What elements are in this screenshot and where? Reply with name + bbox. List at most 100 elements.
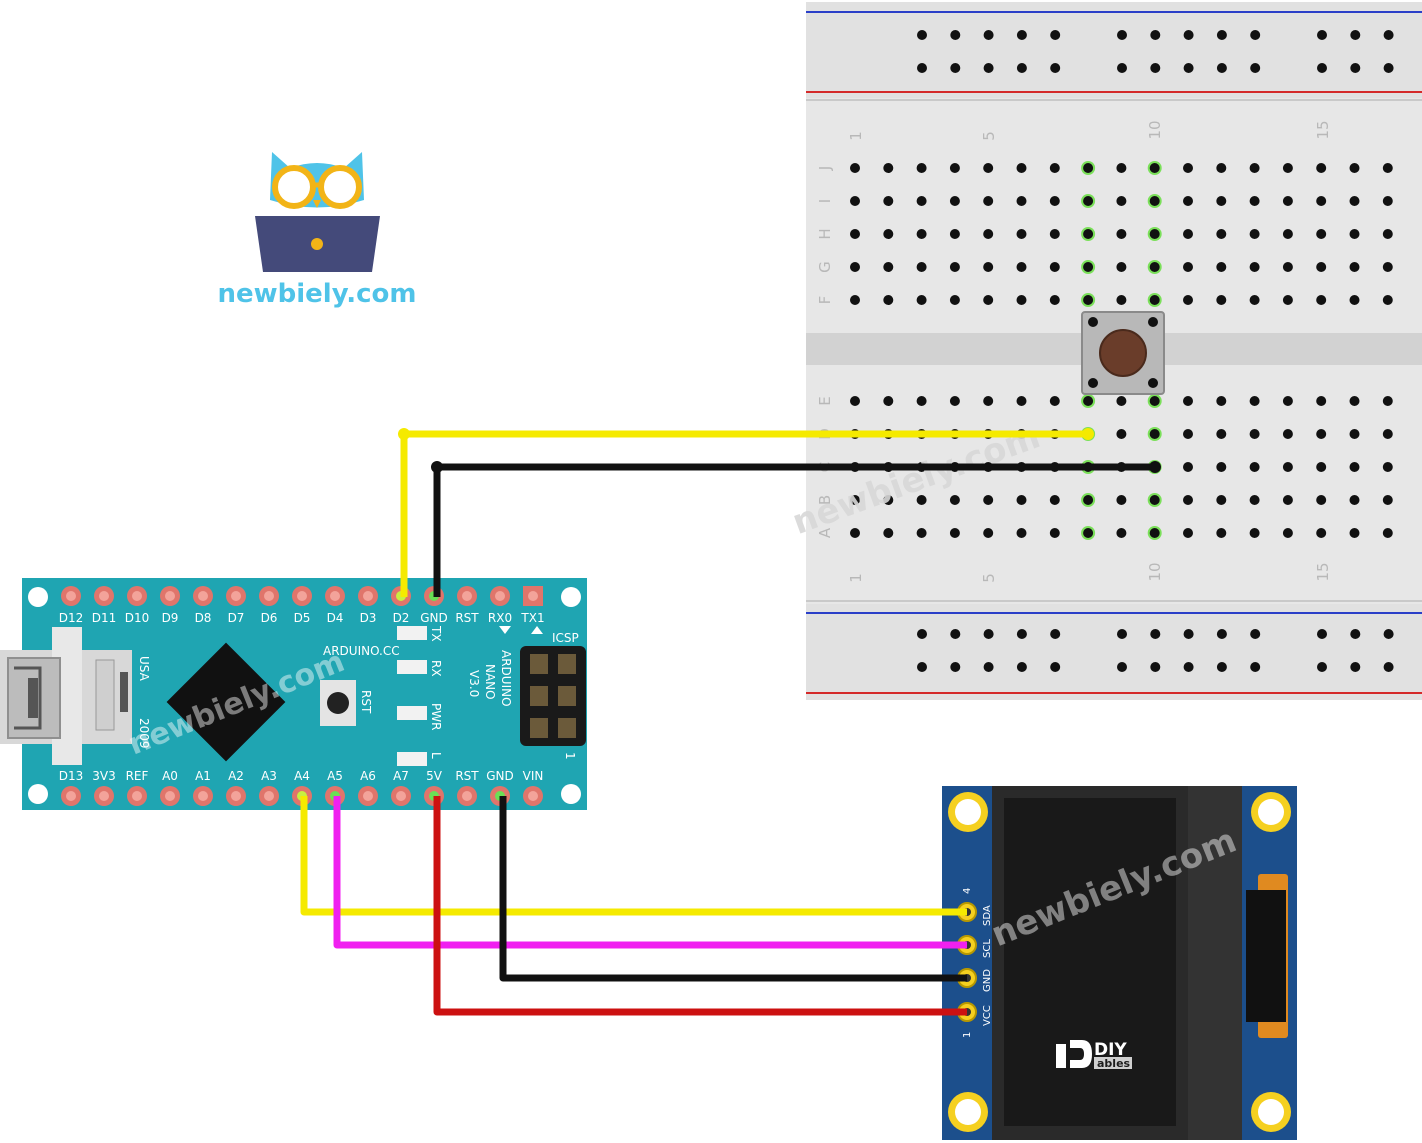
hole-i-3[interactable]: [916, 196, 927, 206]
hole-g-8[interactable]: [1083, 262, 1094, 272]
hole-f-2[interactable]: [883, 295, 894, 305]
hole-g-14[interactable]: [1282, 262, 1293, 272]
hole-g-12[interactable]: [1216, 262, 1227, 272]
hole-a-16[interactable]: [1349, 528, 1360, 538]
rail-hole[interactable]: [1350, 662, 1361, 672]
rail-hole[interactable]: [1250, 30, 1261, 40]
rail-hole[interactable]: [1250, 662, 1261, 672]
hole-b-11[interactable]: [1183, 495, 1193, 505]
rail-hole[interactable]: [1350, 63, 1361, 73]
hole-j-6[interactable]: [1016, 163, 1027, 173]
hole-g-5[interactable]: [983, 262, 994, 272]
rail-hole[interactable]: [983, 662, 994, 672]
hole-i-12[interactable]: [1216, 196, 1227, 206]
rail-hole[interactable]: [917, 30, 927, 40]
rail-hole[interactable]: [950, 63, 961, 73]
hole-g-16[interactable]: [1349, 262, 1360, 272]
rail-hole[interactable]: [1216, 629, 1227, 639]
hole-e-12[interactable]: [1216, 396, 1227, 406]
rail-hole[interactable]: [1216, 662, 1227, 672]
hole-f-11[interactable]: [1183, 295, 1193, 305]
rail-hole[interactable]: [1216, 30, 1227, 40]
hole-g-11[interactable]: [1183, 262, 1193, 272]
rail-hole[interactable]: [1050, 629, 1061, 639]
hole-j-16[interactable]: [1349, 163, 1360, 173]
hole-b-6[interactable]: [1016, 495, 1027, 505]
hole-g-7[interactable]: [1049, 262, 1060, 272]
hole-i-5[interactable]: [983, 196, 994, 206]
hole-a-2[interactable]: [883, 528, 894, 538]
hole-h-11[interactable]: [1183, 229, 1193, 239]
hole-e-2[interactable]: [883, 396, 894, 406]
hole-i-9[interactable]: [1116, 196, 1127, 206]
hole-f-8[interactable]: [1083, 295, 1094, 305]
hole-j-17[interactable]: [1382, 163, 1393, 173]
hole-e-3[interactable]: [916, 396, 927, 406]
rail-hole[interactable]: [1317, 30, 1327, 40]
hole-b-4[interactable]: [949, 495, 960, 505]
hole-e-10[interactable]: [1149, 396, 1160, 406]
hole-h-4[interactable]: [949, 229, 960, 239]
hole-b-7[interactable]: [1049, 495, 1060, 505]
hole-i-7[interactable]: [1049, 196, 1060, 206]
hole-g-6[interactable]: [1016, 262, 1027, 272]
hole-j-4[interactable]: [949, 163, 960, 173]
hole-g-10[interactable]: [1149, 262, 1160, 272]
hole-b-17[interactable]: [1382, 495, 1393, 505]
hole-g-15[interactable]: [1316, 262, 1327, 272]
hole-g-1[interactable]: [850, 262, 860, 272]
hole-i-13[interactable]: [1249, 196, 1260, 206]
reset-button-cap[interactable]: [327, 692, 349, 714]
hole-j-1[interactable]: [850, 163, 860, 173]
rail-hole[interactable]: [1183, 63, 1194, 73]
hole-d-15[interactable]: [1316, 429, 1327, 439]
rail-hole[interactable]: [1050, 662, 1061, 672]
hole-i-11[interactable]: [1183, 196, 1193, 206]
rail-hole[interactable]: [1150, 30, 1161, 40]
hole-j-11[interactable]: [1183, 163, 1193, 173]
hole-f-3[interactable]: [916, 295, 927, 305]
hole-b-1[interactable]: [850, 495, 860, 505]
hole-i-4[interactable]: [949, 196, 960, 206]
rail-hole[interactable]: [1150, 63, 1161, 73]
hole-h-14[interactable]: [1282, 229, 1293, 239]
hole-f-17[interactable]: [1382, 295, 1393, 305]
hole-a-9[interactable]: [1116, 528, 1127, 538]
hole-a-4[interactable]: [949, 528, 960, 538]
hole-b-13[interactable]: [1249, 495, 1260, 505]
hole-e-6[interactable]: [1016, 396, 1027, 406]
hole-j-2[interactable]: [883, 163, 894, 173]
wire-gnd-to-oled-gnd[interactable]: [499, 796, 967, 982]
rail-hole[interactable]: [1183, 662, 1194, 672]
rail-hole[interactable]: [1117, 30, 1127, 40]
hole-d-14[interactable]: [1282, 429, 1293, 439]
hole-h-15[interactable]: [1316, 229, 1327, 239]
hole-a-12[interactable]: [1216, 528, 1227, 538]
hole-a-1[interactable]: [850, 528, 860, 538]
hole-e-16[interactable]: [1349, 396, 1360, 406]
hole-e-15[interactable]: [1316, 396, 1327, 406]
hole-c-11[interactable]: [1183, 462, 1193, 472]
hole-f-7[interactable]: [1049, 295, 1060, 305]
hole-f-9[interactable]: [1116, 295, 1127, 305]
rail-hole[interactable]: [983, 63, 994, 73]
rail-hole[interactable]: [1117, 629, 1127, 639]
hole-a-6[interactable]: [1016, 528, 1027, 538]
rail-hole[interactable]: [1150, 662, 1161, 672]
push-button[interactable]: [1081, 311, 1165, 395]
rail-hole[interactable]: [1216, 63, 1227, 73]
hole-e-8[interactable]: [1083, 396, 1094, 406]
rail-hole[interactable]: [917, 63, 927, 73]
hole-f-1[interactable]: [850, 295, 860, 305]
rail-hole[interactable]: [1183, 30, 1194, 40]
hole-h-10[interactable]: [1149, 229, 1160, 239]
rail-hole[interactable]: [950, 629, 961, 639]
rail-hole[interactable]: [1250, 629, 1261, 639]
rail-hole[interactable]: [950, 30, 961, 40]
rail-hole[interactable]: [1317, 629, 1327, 639]
hole-d-17[interactable]: [1382, 429, 1393, 439]
hole-f-15[interactable]: [1316, 295, 1327, 305]
hole-f-13[interactable]: [1249, 295, 1260, 305]
wire-a5-to-scl[interactable]: [333, 796, 967, 949]
rail-hole[interactable]: [983, 30, 994, 40]
